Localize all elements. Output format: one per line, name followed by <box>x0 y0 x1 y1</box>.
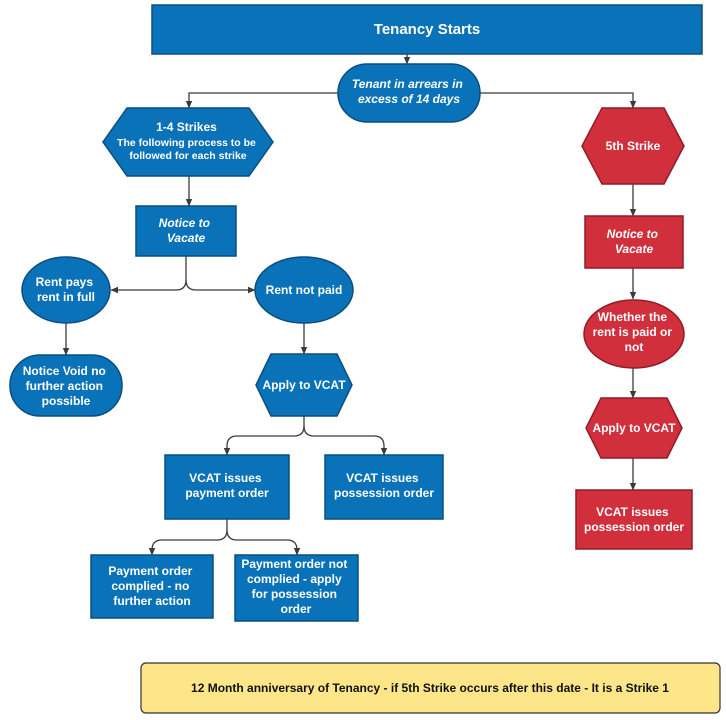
notice-vacate-right-node: Notice to Vacate <box>584 215 684 269</box>
svg-text:Payment order complied -: Payment order complied - no further acti… <box>108 564 195 608</box>
payment-not-complied-node: Payment order not complied - apply for p… <box>234 554 359 622</box>
payment-complied-line-3: further action <box>113 594 190 608</box>
strikes-1-4-line-2: The following process to be <box>117 137 256 149</box>
svg-text:12 Month anniversary of Tenanc: 12 Month anniversary of Tenancy - if 5th… <box>191 681 669 695</box>
payment-complied-line-2: complied - no <box>111 579 189 593</box>
notice-vacate-left-line-1: Notice to <box>159 216 210 230</box>
strike-5-text: 5th Strike <box>606 139 661 153</box>
notice-vacate-right-line-1: Notice to <box>607 227 658 241</box>
connector-arrears-to-strikes <box>185 92 338 109</box>
rent-paid-full-node: Rent pays rent in full <box>21 256 111 324</box>
connector-payment-order-to-complied <box>148 519 228 556</box>
tenancy-starts-node: Tenancy Starts <box>151 4 703 55</box>
svg-text:Payment order not compli: Payment order not complied - apply for p… <box>241 557 350 616</box>
svg-text:Tenant in arrears in exc: Tenant in arrears in excess of 14 days <box>352 77 466 106</box>
svg-text:Notice to Vacate: Notice to Vacate <box>159 216 214 245</box>
connector-notice-to-rent-not-paid <box>185 279 256 294</box>
svg-text:Notice to Vacate: Notice to Vacate <box>607 227 662 256</box>
payment-complied-node: Payment order complied - no further acti… <box>90 554 214 619</box>
rent-not-paid-text: Rent not paid <box>266 283 343 297</box>
svg-text:5th Strike: 5th Strike <box>606 139 661 153</box>
vcat-payment-order-line-2: payment order <box>185 486 269 500</box>
strikes-1-4-line-3: followed for each strike <box>129 150 246 162</box>
notice-void-line-1: Notice Void no <box>23 364 106 378</box>
vcat-payment-order-line-1: VCAT issues <box>189 471 262 485</box>
payment-complied-line-1: Payment order <box>108 564 192 578</box>
rent-paid-full-line-1: Rent pays <box>36 275 94 289</box>
whether-paid-line-3: not <box>625 340 644 354</box>
whether-paid-node: Whether the rent is paid or not <box>583 299 685 369</box>
vcat-possession-right-line-2: possession order <box>584 520 684 534</box>
payment-not-complied-line-1: Payment order not <box>241 557 347 571</box>
svg-text:VCAT issues possession o: VCAT issues possession order <box>334 471 434 500</box>
payment-not-complied-line-4: order <box>281 602 312 616</box>
connector-notice-to-rent-paid <box>110 256 187 294</box>
apply-vcat-right-node: Apply to VCAT <box>585 397 683 459</box>
notice-void-line-2: further action <box>26 379 103 393</box>
vcat-payment-order-node: VCAT issues payment order <box>164 454 290 520</box>
connector-arrears-to-5th-strike <box>480 92 637 109</box>
vcat-possession-left-line-2: possession order <box>334 486 434 500</box>
anniversary-note-text: 12 Month anniversary of Tenancy - if 5th… <box>191 681 669 695</box>
tenancy-starts-text: Tenancy Starts <box>374 21 480 38</box>
payment-not-complied-line-3: for possession <box>252 587 337 601</box>
svg-text:Whether the rent is paid: Whether the rent is paid or not <box>593 310 676 354</box>
notice-vacate-left-line-2: Vacate <box>167 231 206 245</box>
payment-not-complied-line-2: complied - apply <box>247 572 342 586</box>
tenant-arrears-line-2: excess of 14 days <box>358 92 460 106</box>
svg-text:Notice Void no further a: Notice Void no further action possible <box>23 364 109 408</box>
tenant-arrears-line-1: Tenant in arrears in <box>352 77 463 91</box>
rent-not-paid-node: Rent not paid <box>254 256 354 324</box>
strikes-1-4-title: 1-4 Strikes <box>156 120 217 134</box>
connectors <box>62 54 637 556</box>
svg-text:1-4 Strikes The followin: 1-4 Strikes The following process to be … <box>117 120 259 162</box>
svg-text:Tenancy Starts: Tenancy Starts <box>374 21 480 38</box>
strike-5-node: 5th Strike <box>581 107 685 185</box>
notice-vacate-right-line-2: Vacate <box>615 242 654 256</box>
vcat-possession-left-line-1: VCAT issues <box>346 471 419 485</box>
svg-text:Apply to VCAT: Apply to VCAT <box>262 378 346 392</box>
tenant-arrears-node: Tenant in arrears in excess of 14 days <box>337 63 481 123</box>
vcat-possession-right-node: VCAT issues possession order <box>575 489 693 550</box>
notice-vacate-left-node: Notice to Vacate <box>135 205 237 257</box>
svg-text:VCAT issues payment orde: VCAT issues payment order <box>185 471 269 500</box>
connector-vcat-to-payment-order <box>223 416 305 456</box>
rent-paid-full-line-2: rent in full <box>37 290 95 304</box>
notice-void-node: Notice Void no further action possible <box>9 354 123 417</box>
apply-vcat-left-text: Apply to VCAT <box>262 378 346 392</box>
connector-payment-order-to-not-complied <box>226 529 301 556</box>
svg-text:Rent pays rent in full: Rent pays rent in full <box>36 275 97 304</box>
svg-text:VCAT issues possession o: VCAT issues possession order <box>584 505 684 534</box>
svg-text:Apply to VCAT: Apply to VCAT <box>592 421 676 435</box>
vcat-possession-left-node: VCAT issues possession order <box>324 454 444 520</box>
whether-paid-line-1: Whether the <box>598 310 668 324</box>
notice-void-line-3: possible <box>42 394 91 408</box>
strikes-1-4-node: 1-4 Strikes The following process to be … <box>102 107 274 177</box>
apply-vcat-right-text: Apply to VCAT <box>592 421 676 435</box>
anniversary-note: 12 Month anniversary of Tenancy - if 5th… <box>140 662 721 714</box>
vcat-possession-right-line-1: VCAT issues <box>596 505 669 519</box>
whether-paid-line-2: rent is paid or <box>593 325 673 339</box>
apply-vcat-left-node: Apply to VCAT <box>255 353 353 417</box>
svg-text:Rent not paid: Rent not paid <box>266 283 343 297</box>
connector-vcat-to-possession-order <box>303 425 388 456</box>
